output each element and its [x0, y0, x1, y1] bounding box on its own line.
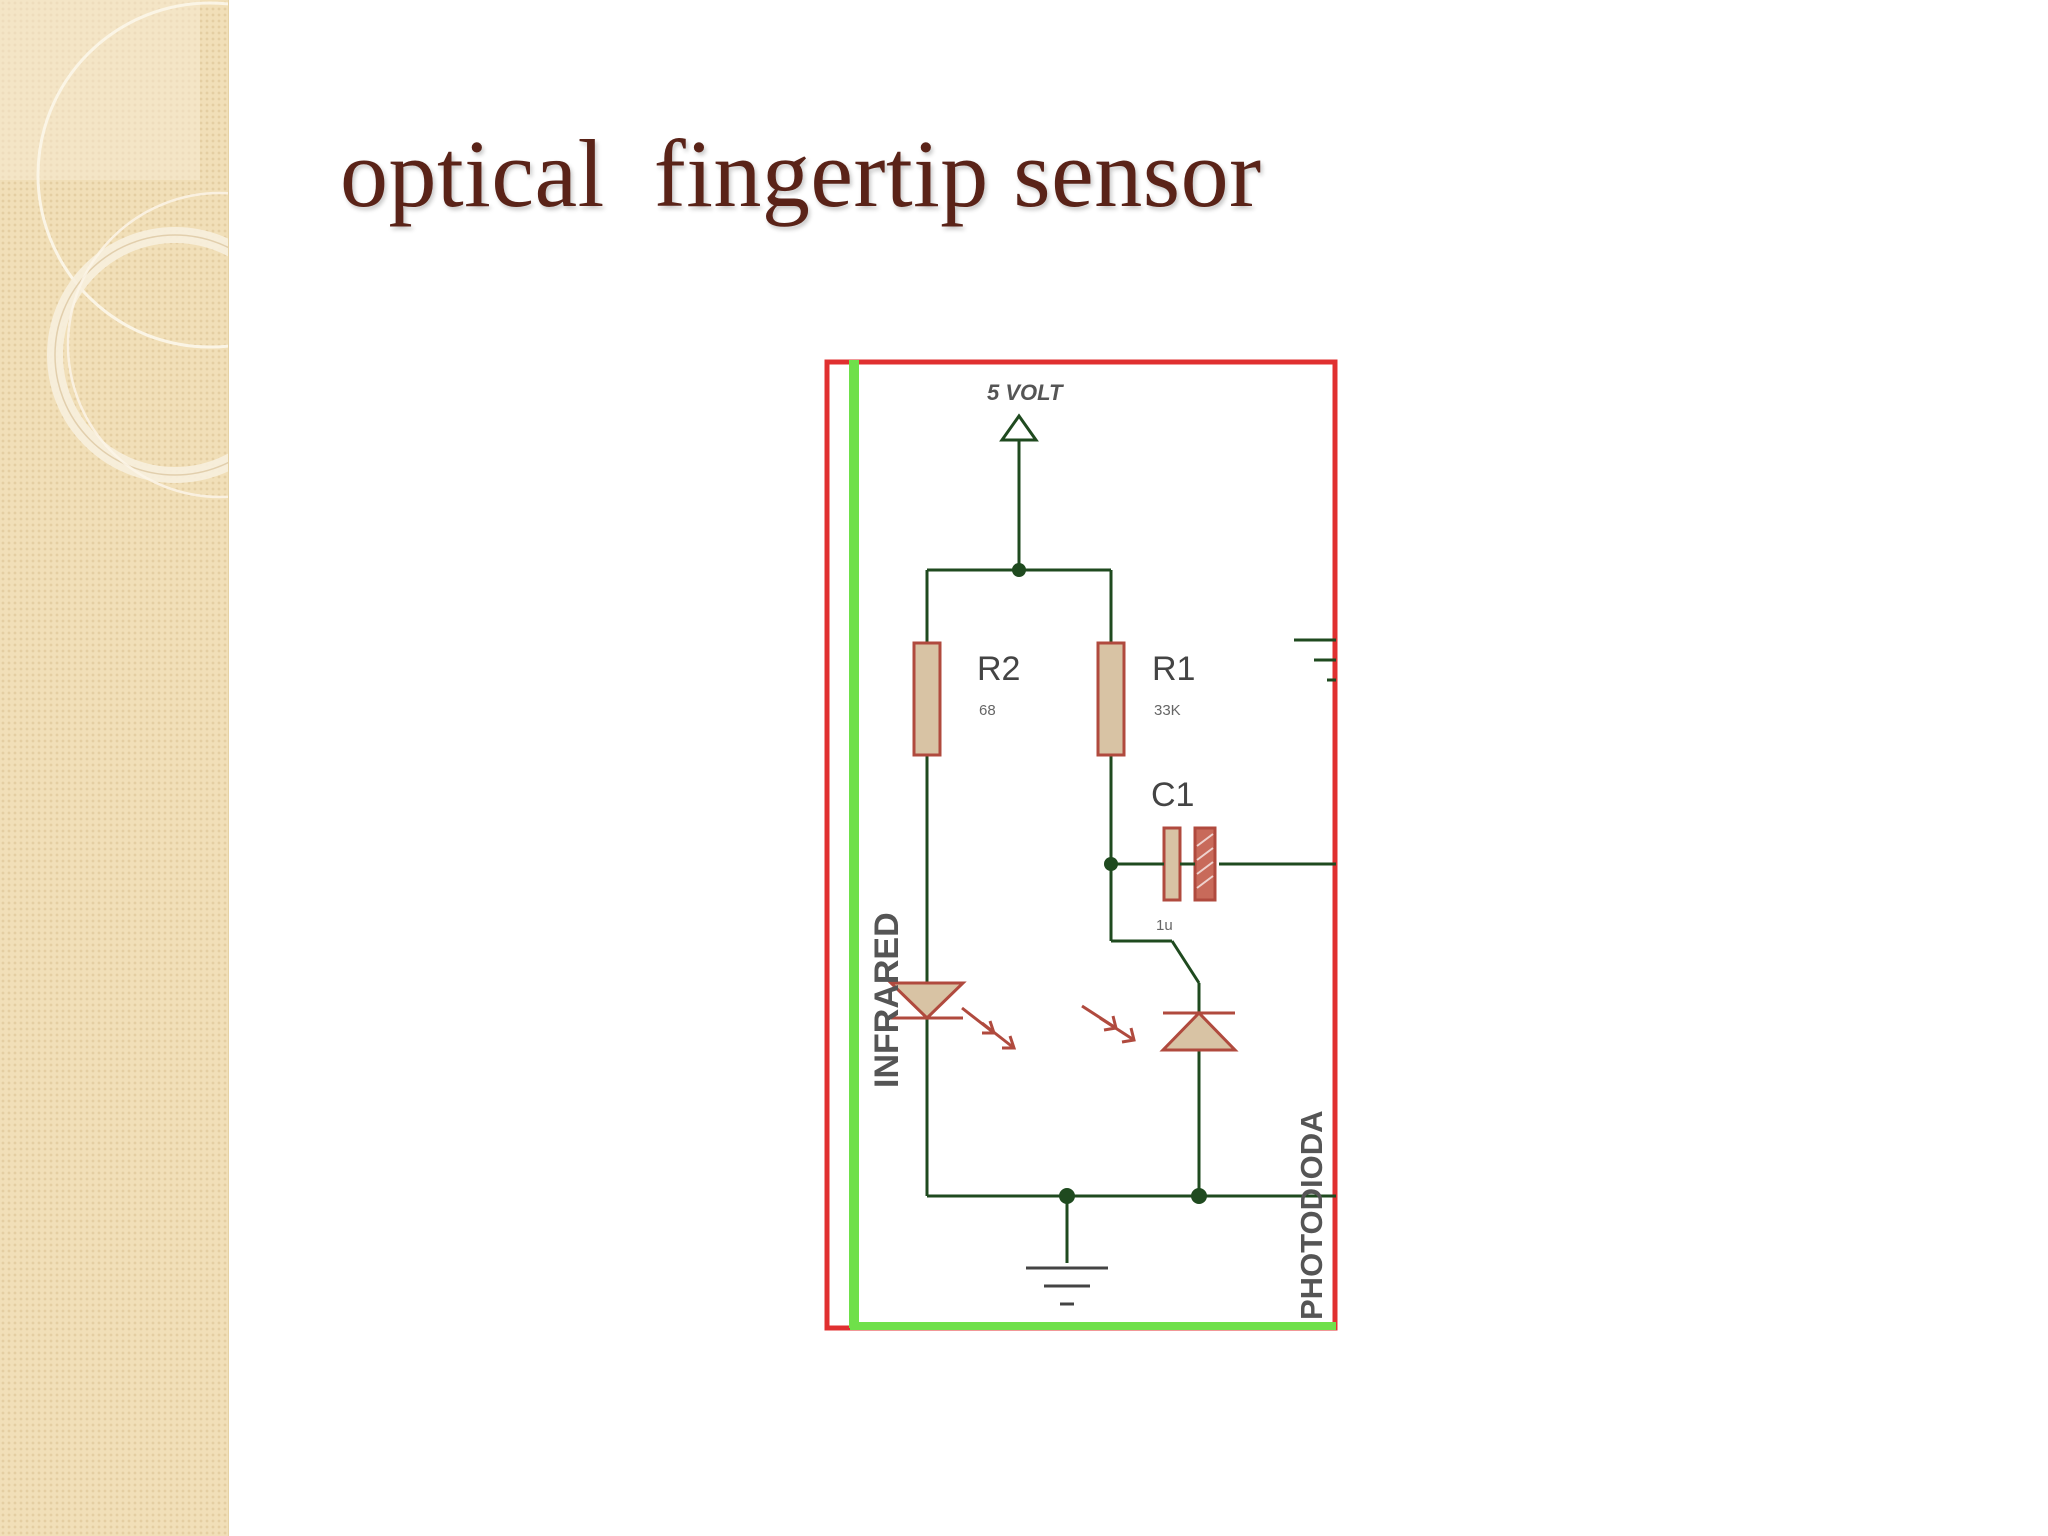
resistor-r2	[912, 641, 942, 757]
r1-name-label: R1	[1152, 650, 1195, 688]
capacitor-c1-plate-left	[1162, 826, 1182, 902]
supply-arrow-icon	[999, 413, 1039, 442]
photodiode-label: PHOTODIODA	[1294, 1110, 1329, 1320]
r1-value-label: 33K	[1154, 702, 1181, 719]
infrared-label: INFRARED	[868, 912, 906, 1088]
slide-title: optical fingertip sensor	[340, 120, 1262, 227]
c1-value-label: 1u	[1156, 917, 1173, 934]
supply-voltage-label: 5 VOLT	[987, 380, 1064, 405]
r2-value-label: 68	[979, 702, 996, 719]
ground-symbol-icon	[1026, 1266, 1108, 1306]
decorative-sidebar	[0, 0, 229, 1536]
circuit-wires	[925, 440, 1336, 1263]
emission-arrows-icon	[961, 1006, 1017, 1050]
r2-name-label: R2	[977, 650, 1020, 688]
junction-dots	[1012, 563, 1207, 1204]
c1-name-label: C1	[1151, 776, 1194, 814]
frame-border-red	[824, 359, 1338, 1331]
photodiode-icon	[1159, 1010, 1239, 1052]
infrared-led-icon	[887, 981, 967, 1021]
reception-arrows-icon	[1081, 1004, 1136, 1044]
sensor-circuit-diagram: 5 VOLT	[824, 358, 1340, 1332]
resistor-r1	[1096, 641, 1126, 757]
decorative-rings	[0, 0, 228, 499]
capacitor-hatch	[1196, 833, 1214, 889]
